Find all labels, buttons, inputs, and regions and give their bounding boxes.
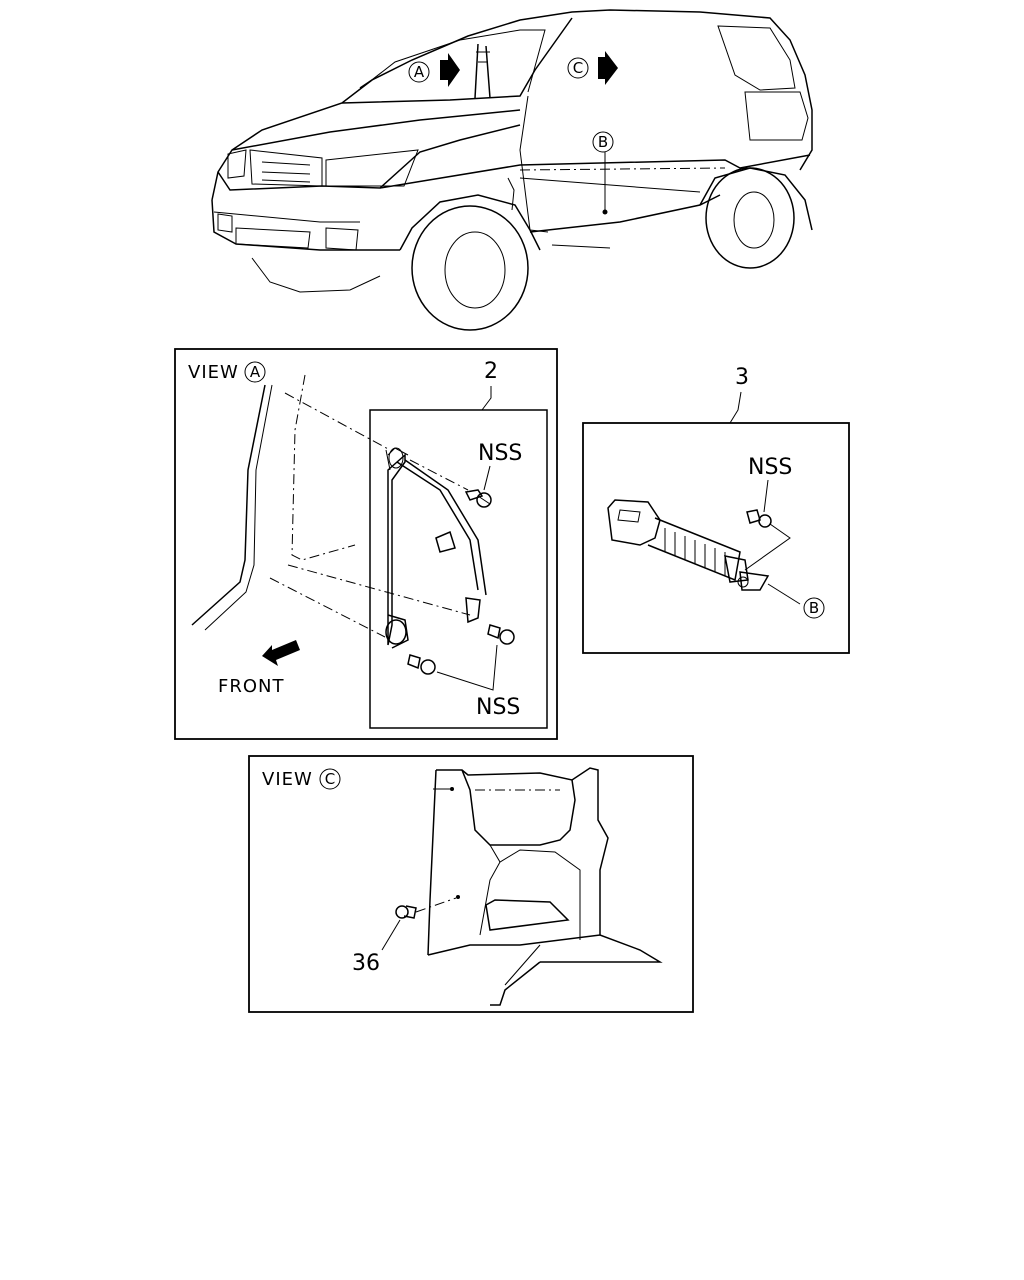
- view-c-letter: C: [325, 770, 335, 788]
- callout-c-circle: [567, 57, 589, 79]
- part-2-number: 2: [484, 359, 498, 384]
- part-3-ref-letter: B: [809, 599, 819, 617]
- view-a-frame: [174, 348, 558, 740]
- view-c-circle: [319, 768, 341, 790]
- view-a-circle: [244, 361, 266, 383]
- callout-b-letter: B: [598, 133, 608, 151]
- part-3-ref-circle: [803, 597, 825, 619]
- arrow-c-icon: [598, 51, 618, 85]
- nss-top-label: NSS: [478, 441, 522, 466]
- arrow-a-icon: [440, 53, 460, 87]
- part-3-nss-label: NSS: [748, 455, 792, 480]
- callout-b: B: [592, 131, 614, 153]
- front-label: FRONT: [218, 676, 285, 697]
- part-36-number: 36: [352, 951, 380, 976]
- view-c-title: VIEW: [262, 769, 313, 790]
- view-c-panel: VIEW C 36: [248, 755, 694, 1013]
- callout-c: C: [567, 51, 618, 85]
- part-3-panel: 3 NSS B: [582, 365, 850, 654]
- front-arrow-icon: [262, 640, 300, 666]
- view-a-letter: A: [250, 363, 261, 381]
- part-3-bolt-icon: [746, 509, 772, 528]
- view-a-panel: VIEW A 2: [174, 348, 558, 740]
- callout-a-letter: A: [414, 63, 425, 81]
- part-3-number: 3: [735, 365, 749, 390]
- view-a-title: VIEW: [188, 362, 239, 383]
- screw-36-icon: [395, 905, 417, 919]
- callout-a: A: [408, 53, 460, 87]
- callout-c-letter: C: [573, 59, 583, 77]
- seat-buckle-icon: [607, 499, 770, 591]
- callout-b-circle: [592, 131, 614, 153]
- bolt-middle-icon: [487, 624, 515, 645]
- part-2-frame: [369, 409, 548, 729]
- bolt-upper-icon: [464, 489, 492, 508]
- callout-a-circle: [408, 61, 430, 83]
- nss-bottom-label: NSS: [476, 695, 520, 720]
- view-c-frame: [248, 755, 694, 1013]
- part-3-frame: [582, 422, 850, 654]
- bolt-lower-icon: [407, 654, 436, 675]
- vehicle-illustration: [211, 9, 813, 331]
